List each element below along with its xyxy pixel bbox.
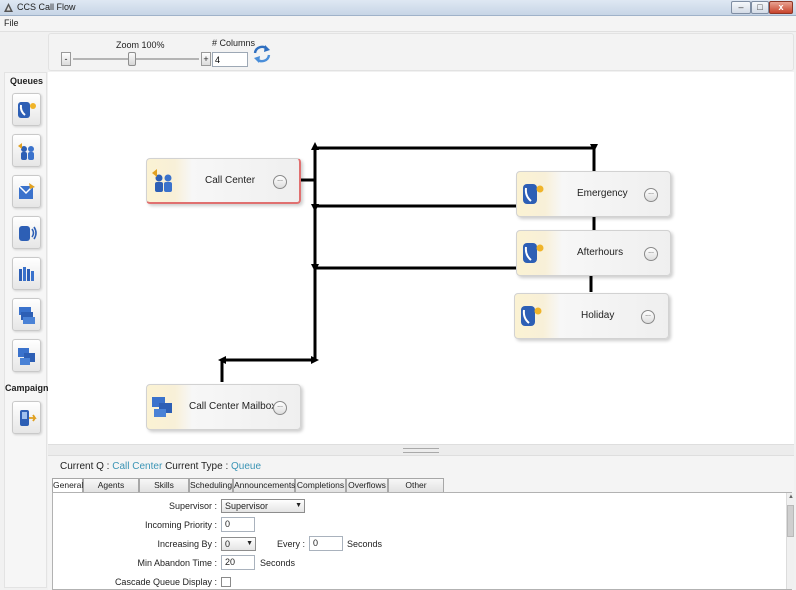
min-abandon-seconds-label: Seconds <box>260 558 296 568</box>
current-type-value: Queue <box>231 461 262 472</box>
toolbar: Zoom 100% - + # Columns <box>48 33 794 71</box>
columns-input[interactable] <box>212 52 248 67</box>
cascade-queue-display-label: Cascade Queue Display : <box>114 577 217 587</box>
add-stacked-queue-button[interactable] <box>12 298 41 331</box>
min-abandon-time-label: Min Abandon Time : <box>137 558 217 568</box>
current-q-value: Call Center <box>112 461 163 472</box>
general-tab-content: Supervisor : Supervisor ▼ Incoming Prior… <box>52 492 794 590</box>
node-emergency[interactable]: Emergency ... <box>516 171 671 217</box>
details-panel: Current Q : Call Center Current Type : Q… <box>48 456 794 590</box>
tab-announcements[interactable]: Announcements <box>233 478 296 492</box>
bar-queue-icon <box>19 267 34 281</box>
chevron-down-icon: ▼ <box>246 540 253 547</box>
add-phone-queue-button[interactable] <box>12 93 41 126</box>
tab-overflows[interactable]: Overflows <box>346 478 388 492</box>
add-bar-queue-button[interactable] <box>12 257 41 290</box>
node-options-button[interactable]: ... <box>273 175 287 189</box>
tab-completions[interactable]: Completions <box>295 478 346 492</box>
panel-splitter[interactable] <box>48 444 794 456</box>
phone-queue-icon <box>521 306 542 326</box>
campaigns-label: Campaigns <box>5 383 54 393</box>
incoming-priority-input[interactable]: 0 <box>221 517 255 532</box>
app-logo-icon <box>4 3 13 12</box>
tab-other-settings[interactable]: Other Settings <box>388 478 444 502</box>
close-button[interactable]: x <box>769 1 793 14</box>
call-flow-canvas[interactable]: Call Center ... Emergency ... Afterhours… <box>48 72 794 444</box>
tab-skills-details[interactable]: Skills Details <box>139 478 189 502</box>
agent-transfer-icon <box>18 143 34 160</box>
stacked-cards-icon <box>19 307 35 324</box>
queues-label: Queues <box>9 76 43 86</box>
every-input[interactable]: 0 <box>309 536 343 551</box>
node-label: Holiday <box>581 310 615 321</box>
increasing-by-value: 0 <box>225 539 231 549</box>
zoom-slider-thumb[interactable] <box>128 52 136 66</box>
minimize-button[interactable]: ‒ <box>731 1 751 14</box>
details-scrollbar[interactable]: ▲ <box>786 493 794 589</box>
mailbox-icon <box>18 183 35 199</box>
zoom-label: Zoom 100% <box>116 40 165 50</box>
menu-file[interactable]: File <box>4 18 19 28</box>
chat-queue-icon <box>152 397 172 417</box>
increasing-by-select[interactable]: 0 ▼ <box>221 537 256 551</box>
maximize-button[interactable]: □ <box>751 1 769 14</box>
node-call-center-mailbox[interactable]: Call Center Mailbox ... <box>146 384 301 430</box>
every-label: Every : <box>276 539 305 549</box>
sidebar: Queues <box>4 72 54 588</box>
zoom-slider-track[interactable] <box>73 58 199 60</box>
zoom-out-button[interactable]: - <box>61 52 71 66</box>
chat-queue-icon <box>18 348 35 365</box>
window-title: CCS Call Flow <box>17 2 76 12</box>
node-options-button[interactable]: ... <box>644 188 658 202</box>
every-seconds-label: Seconds <box>347 539 383 549</box>
supervisor-select[interactable]: Supervisor ▼ <box>221 499 305 513</box>
phone-queue-icon <box>523 184 544 204</box>
announcement-icon <box>19 226 37 241</box>
node-holiday[interactable]: Holiday ... <box>514 293 669 339</box>
menu-bar: File <box>0 16 796 32</box>
node-label: Emergency <box>577 188 628 199</box>
current-q-label: Current Q : <box>60 461 110 472</box>
phone-queue-icon <box>18 102 36 118</box>
splitter-grip-icon[interactable] <box>403 448 439 453</box>
add-chat-queue-button[interactable] <box>12 339 41 372</box>
chevron-down-icon: ▼ <box>295 502 302 509</box>
refresh-icon[interactable] <box>252 44 272 64</box>
current-type-label: Current Type : <box>165 461 229 472</box>
agents-icon <box>152 169 172 192</box>
increasing-by-label: Increasing By : <box>157 539 217 549</box>
scrollbar-thumb[interactable] <box>787 505 794 537</box>
node-options-button[interactable]: ... <box>641 310 655 324</box>
current-queue-line: Current Q : Call Center Current Type : Q… <box>60 461 261 472</box>
min-abandon-time-input[interactable]: 20 <box>221 555 255 570</box>
node-options-button[interactable]: ... <box>273 401 287 415</box>
node-label: Call Center <box>205 175 256 186</box>
columns-label: # Columns <box>212 38 256 48</box>
zoom-in-button[interactable]: + <box>201 52 211 66</box>
supervisor-label: Supervisor : <box>168 501 217 511</box>
incoming-priority-label: Incoming Priority : <box>144 520 217 530</box>
tab-agents-details[interactable]: Agents Details <box>83 478 139 502</box>
node-afterhours[interactable]: Afterhours ... <box>516 230 671 276</box>
tab-general[interactable]: General <box>52 478 83 493</box>
tab-scheduling[interactable]: Scheduling <box>189 478 233 492</box>
add-agent-queue-button[interactable] <box>12 134 41 167</box>
supervisor-value: Supervisor <box>225 501 269 511</box>
node-options-button[interactable]: ... <box>644 247 658 261</box>
add-campaign-button[interactable] <box>12 401 41 434</box>
add-announcement-button[interactable] <box>12 216 41 249</box>
node-label: Call Center Mailbox <box>189 401 277 412</box>
node-call-center[interactable]: Call Center ... <box>146 158 301 204</box>
add-mailbox-button[interactable] <box>12 175 41 208</box>
scroll-up-icon[interactable]: ▲ <box>788 494 794 500</box>
campaign-transfer-icon <box>20 410 37 426</box>
phone-queue-icon <box>523 243 544 263</box>
title-bar: CCS Call Flow ‒ □ x <box>0 0 796 16</box>
cascade-queue-display-checkbox[interactable] <box>221 577 231 587</box>
node-label: Afterhours <box>577 247 624 258</box>
